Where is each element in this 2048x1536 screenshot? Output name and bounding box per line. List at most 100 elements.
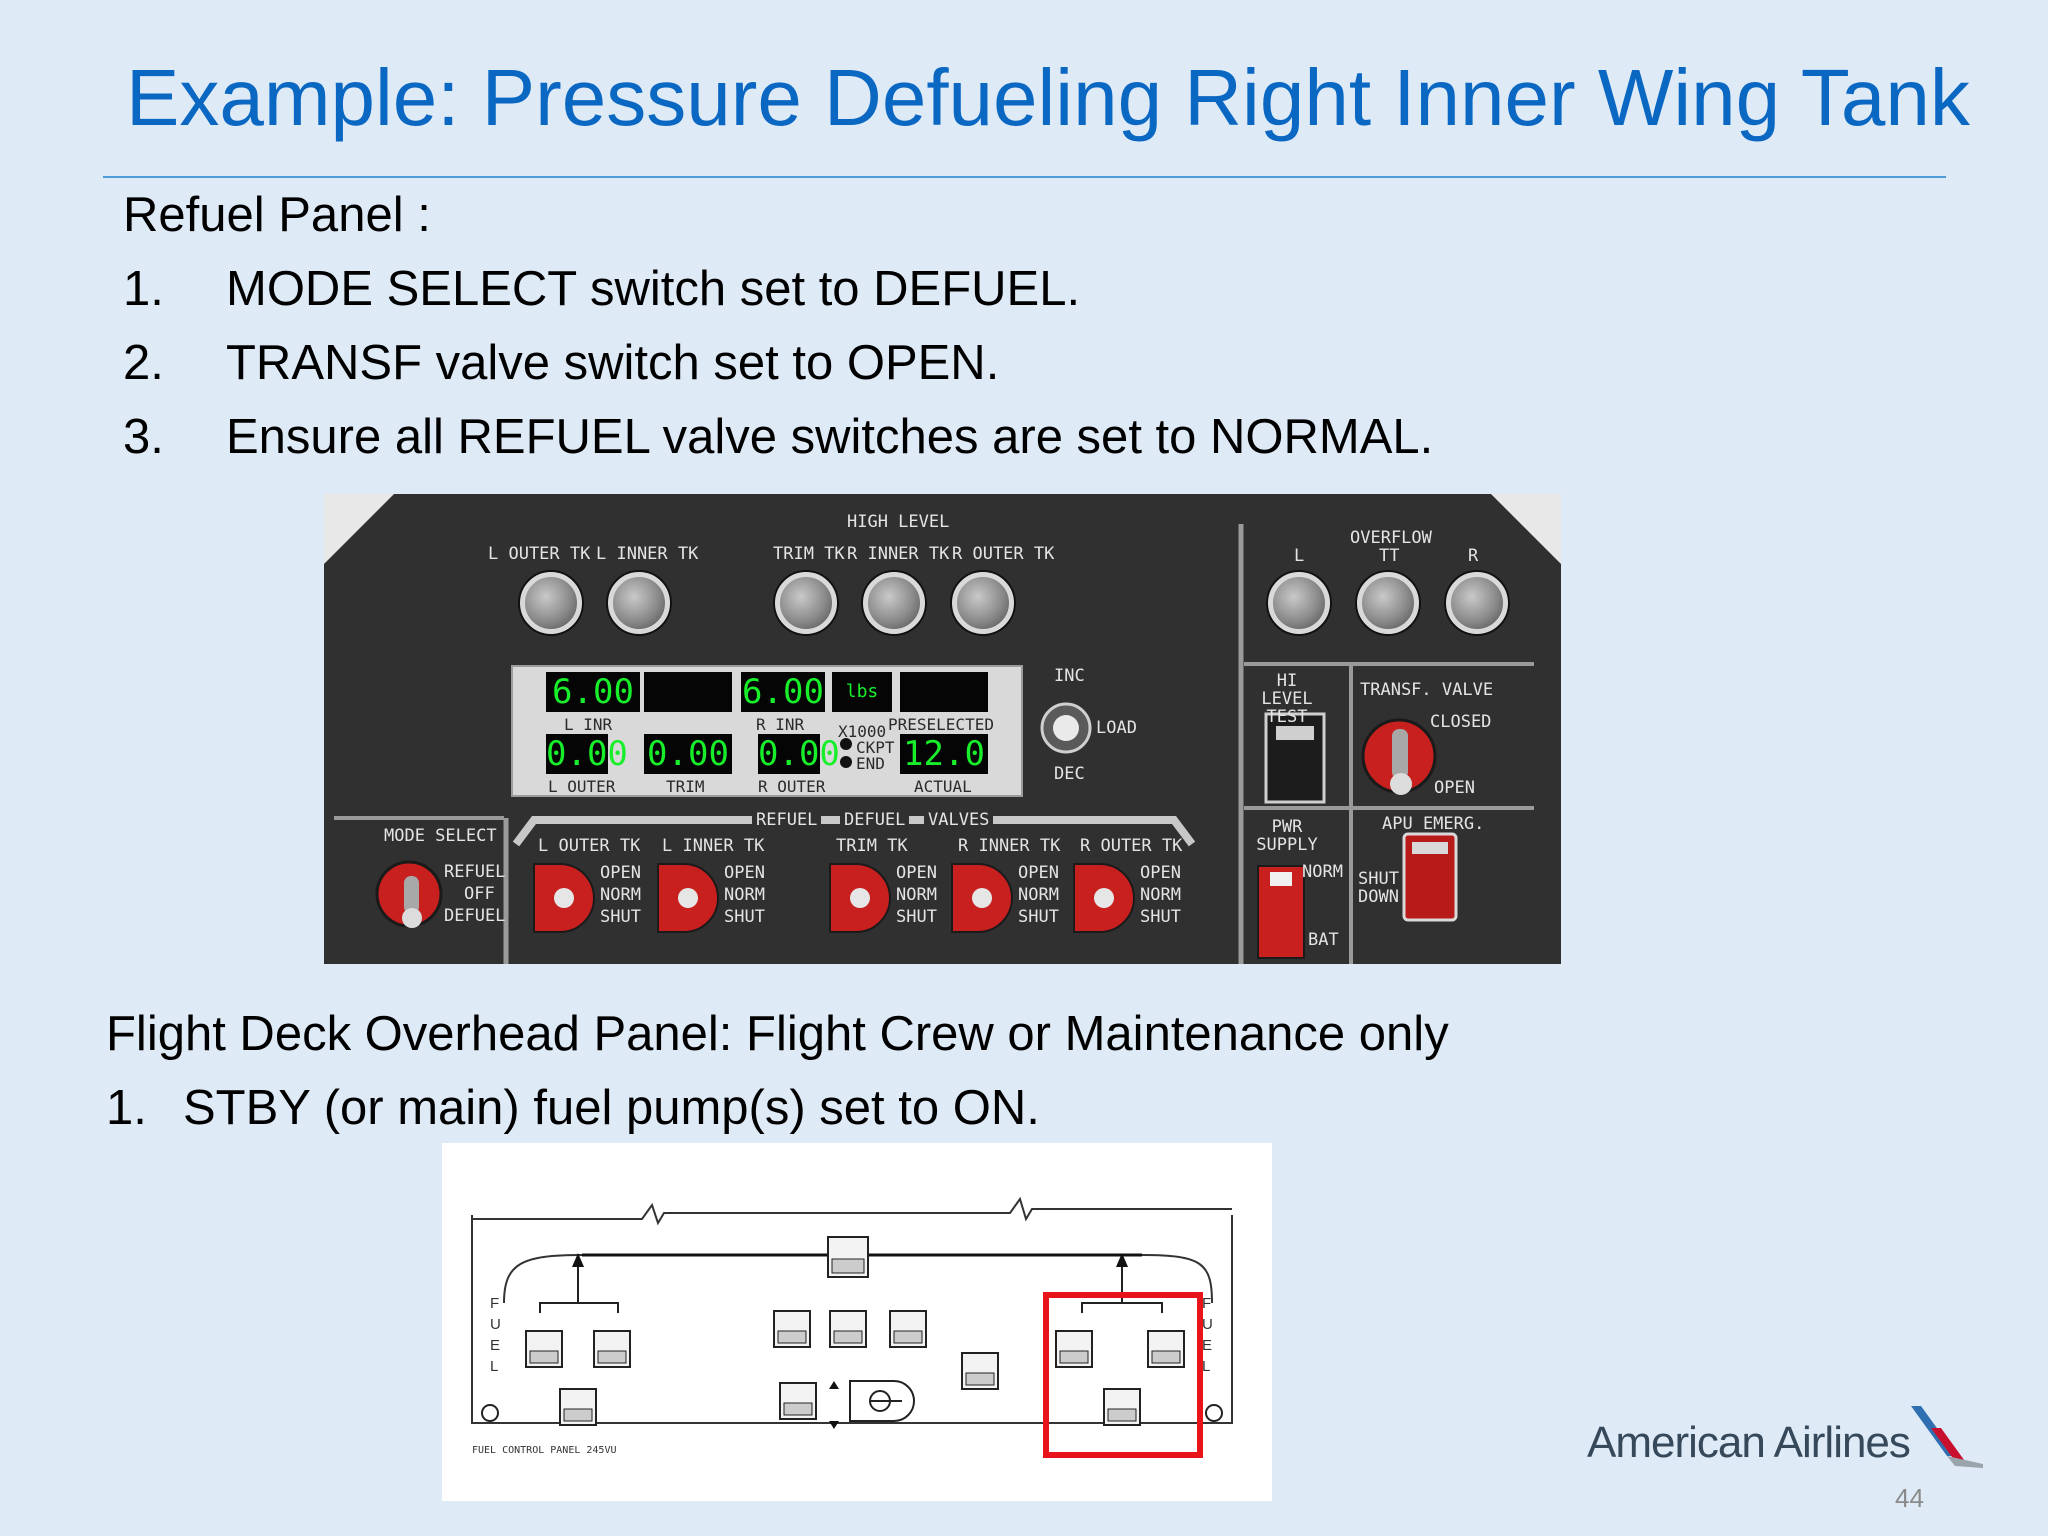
r-inner-high-level-light: [863, 572, 925, 634]
shut-label: SHUT: [600, 907, 641, 927]
x1000-label: X1000: [838, 722, 887, 741]
overflow-tt-light: [1357, 572, 1419, 634]
pwr-supply-bat-label: BAT: [1308, 930, 1339, 950]
fuel-control-panel-caption: FUEL CONTROL PANEL 245VU: [472, 1445, 617, 1456]
fuel-side-label-right: FUEL: [1202, 1295, 1213, 1375]
ckpt-label: CKPT: [856, 738, 895, 757]
american-airlines-logo: American Airlines: [1587, 1406, 1987, 1472]
valve-r-inner-positions: OPEN NORM SHUT: [1018, 862, 1059, 928]
eagle-logo-icon: [1911, 1406, 1983, 1468]
pwr-supply-norm-label: NORM: [1302, 862, 1343, 882]
valves-label: VALVES: [924, 810, 994, 830]
valve-l-inner-label: L INNER TK: [662, 836, 765, 856]
shut-label: SHUT: [1140, 907, 1181, 927]
shut-label: SHUT: [1018, 907, 1059, 927]
overhead-step-1: STBY (or main) fuel pump(s) set to ON.: [183, 1081, 1040, 1135]
unit-display: lbs: [832, 672, 892, 712]
valve-l-outer-label: L OUTER TK: [538, 836, 641, 856]
actual-display-label: ACTUAL: [914, 777, 972, 796]
trim-tk-label: TRIM TK: [773, 544, 845, 564]
valves-defuel-label: DEFUEL: [840, 810, 910, 830]
l-outer-display: 0.00: [546, 734, 628, 774]
load-label: LOAD: [1096, 718, 1137, 738]
valve-l-outer-positions: OPEN NORM SHUT: [600, 862, 641, 928]
transf-valve-label: TRANSF. VALVE: [1360, 680, 1494, 700]
valve-r-outer-label: R OUTER TK: [1080, 836, 1183, 856]
open-label: OPEN: [896, 863, 937, 883]
refuel-step-2: TRANSF valve switch set to OPEN.: [226, 336, 1000, 390]
overflow-label: OVERFLOW: [1350, 528, 1432, 548]
open-label: OPEN: [1018, 863, 1059, 883]
valve-r-outer-positions: OPEN NORM SHUT: [1140, 862, 1181, 928]
apu-emerg-label: APU EMERG.: [1382, 814, 1485, 834]
overhead-step-1-num: 1.: [106, 1081, 147, 1135]
r-outer-display: 0.00: [758, 734, 840, 774]
mode-select-defuel-label: DEFUEL: [444, 906, 506, 926]
blank-display-1: [644, 672, 732, 712]
r-outer-high-level-light: [952, 572, 1014, 634]
trim-high-level-light: [775, 572, 837, 634]
mode-select-refuel-label: REFUEL: [444, 862, 506, 882]
preselected-label: PRESELECTED: [888, 715, 994, 734]
dec-label: DEC: [1054, 764, 1085, 784]
l-inr-label: L INR: [564, 715, 613, 734]
mode-select-label: MODE SELECT: [384, 826, 497, 846]
refuel-step-3: Ensure all REFUEL valve switches are set…: [226, 410, 1434, 464]
pwr-supply-label: PWR SUPPLY: [1256, 817, 1318, 855]
valve-trim-label: TRIM TK: [836, 836, 908, 856]
fuel-side-label-left: FUEL: [490, 1295, 501, 1375]
valves-refuel-label: REFUEL: [752, 810, 822, 830]
r-outer-display-label: R OUTER: [758, 777, 826, 796]
slide-title: Example: Pressure Defueling Right Inner …: [126, 53, 1970, 142]
refuel-step-1-num: 1.: [123, 262, 164, 316]
title-divider: [103, 176, 1946, 178]
shut-label: SHUT: [896, 907, 937, 927]
l-inr-display: 6.00: [546, 672, 640, 712]
refuel-step-2-num: 2.: [123, 336, 164, 390]
refuel-panel-image: HIGH LEVEL L OUTER TK L INNER TK TRIM TK…: [324, 494, 1561, 964]
hi-level-test-label: HI LEVEL TEST: [1261, 671, 1313, 727]
overhead-heading: Flight Deck Overhead Panel: Flight Crew …: [106, 1007, 1449, 1061]
r-inner-tk-label: R INNER TK: [847, 544, 950, 564]
fuel-control-panel-drawing: [471, 1196, 1233, 1458]
r-inr-display: 6.00: [741, 672, 825, 712]
overflow-r-label: R: [1468, 546, 1479, 566]
valve-l-inner-positions: OPEN NORM SHUT: [724, 862, 765, 928]
overflow-l-label: L: [1294, 546, 1305, 566]
preselected-display: [900, 672, 988, 712]
refuel-heading: Refuel Panel :: [123, 188, 431, 242]
r-outer-tk-label: R OUTER TK: [952, 544, 1055, 564]
norm-label: NORM: [600, 885, 641, 905]
l-outer-tk-label: L OUTER TK: [488, 544, 591, 564]
shut-label: SHUT: [724, 907, 765, 927]
overflow-tt-label: TT: [1379, 546, 1400, 566]
transf-valve-open-label: OPEN: [1434, 778, 1475, 798]
norm-label: NORM: [1018, 885, 1059, 905]
open-label: OPEN: [600, 863, 641, 883]
transf-valve-closed-label: CLOSED: [1430, 712, 1492, 732]
high-level-label: HIGH LEVEL: [847, 512, 950, 532]
overflow-l-light: [1268, 572, 1330, 634]
actual-display: 12.0: [900, 734, 988, 774]
l-inner-tk-label: L INNER TK: [596, 544, 699, 564]
inc-label: INC: [1054, 666, 1085, 686]
open-label: OPEN: [724, 863, 765, 883]
norm-label: NORM: [1140, 885, 1181, 905]
l-outer-display-label: L OUTER: [548, 777, 616, 796]
l-outer-high-level-light: [520, 572, 582, 634]
open-label: OPEN: [1140, 863, 1181, 883]
norm-label: NORM: [896, 885, 937, 905]
page-number: 44: [1895, 1483, 1924, 1513]
logo-text: American Airlines: [1587, 1418, 1911, 1467]
r-inr-label: R INR: [756, 715, 805, 734]
apu-shut-down-label: SHUT DOWN: [1358, 869, 1399, 907]
refuel-step-1: MODE SELECT switch set to DEFUEL.: [226, 262, 1081, 316]
trim-display-label: TRIM: [666, 777, 705, 796]
fuel-control-panel-diagram: FUEL FUEL FUEL CONTROL PANEL 245VU: [442, 1143, 1272, 1501]
valve-r-inner-label: R INNER TK: [958, 836, 1061, 856]
end-label: END: [856, 754, 885, 773]
valve-trim-positions: OPEN NORM SHUT: [896, 862, 937, 928]
trim-display: 0.00: [644, 734, 732, 774]
overflow-r-light: [1446, 572, 1508, 634]
l-inner-high-level-light: [608, 572, 670, 634]
